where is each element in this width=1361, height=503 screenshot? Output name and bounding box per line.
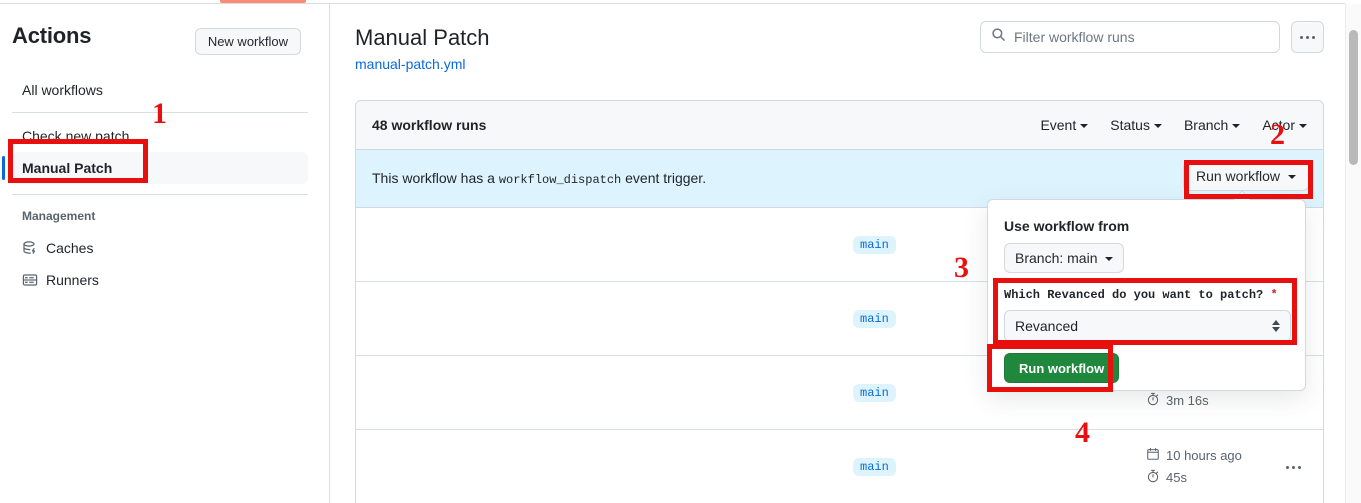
submit-run-workflow-button[interactable]: Run workflow — [1004, 353, 1120, 383]
run-duration: 45s — [1146, 469, 1242, 486]
chevron-down-icon — [1299, 124, 1307, 128]
use-workflow-from-label: Use workflow from — [1004, 218, 1130, 234]
table-row[interactable]: main — [356, 208, 1323, 282]
row-more-options-button[interactable] — [1286, 465, 1301, 469]
sidebar-item-label: Caches — [46, 240, 94, 256]
stopwatch-icon — [1146, 392, 1160, 409]
active-tab-indicator — [220, 0, 306, 3]
sidebar-item-label: Manual Patch — [22, 160, 113, 176]
branch-badge[interactable]: main — [853, 458, 896, 476]
chevron-down-icon — [1288, 175, 1296, 179]
workflow-runs-count: 48 workflow runs — [372, 117, 487, 133]
runs-panel-header: 48 workflow runs Event Status Branch — [356, 101, 1323, 150]
run-timestamp-label: 10 hours ago — [1166, 448, 1242, 463]
sidebar-item-label: Check new patch — [22, 128, 130, 144]
run-workflow-button-label: Run workflow — [1195, 168, 1280, 184]
branch-selector-button[interactable]: Branch: main — [1004, 243, 1125, 273]
filter-branch-label: Branch — [1183, 117, 1229, 133]
header-divider — [0, 3, 1345, 4]
sidebar-item-label: All workflows — [22, 82, 103, 98]
filter-actor-label: Actor — [1262, 117, 1295, 133]
more-options-button[interactable] — [1291, 21, 1324, 53]
kebab-horizontal-icon — [1300, 35, 1315, 39]
revanced-select[interactable]: Revanced — [1004, 310, 1291, 342]
run-duration-label: 45s — [1166, 470, 1187, 485]
table-row[interactable]: main — [356, 282, 1323, 356]
revanced-select-value: Revanced — [1015, 318, 1079, 334]
run-timestamp: 10 hours ago — [1146, 447, 1242, 464]
dispatch-event-code: workflow_dispatch — [498, 173, 622, 187]
filter-branch[interactable]: Branch — [1183, 117, 1241, 133]
chevron-down-icon — [1232, 124, 1241, 128]
table-row[interactable]: main 10 hours ago — [356, 430, 1323, 503]
filter-workflow-runs-box[interactable] — [980, 21, 1280, 53]
sidebar-header: Actions New workflow — [12, 20, 313, 56]
filter-status-label: Status — [1110, 117, 1150, 133]
chevron-down-icon — [1080, 124, 1089, 128]
sidebar-divider-1 — [12, 112, 308, 113]
sidebar-item-label: Runners — [46, 272, 99, 288]
runners-icon — [22, 272, 38, 288]
dispatch-text-after: event trigger. — [625, 170, 707, 186]
filter-event-label: Event — [1040, 117, 1077, 133]
runs-filter-group: Event Status Branch Actor — [1040, 117, 1307, 133]
cache-icon — [22, 240, 38, 256]
input-field-label-text: Which Revanced do you want to patch? — [1004, 288, 1264, 302]
page-scrollbar[interactable] — [1345, 4, 1361, 503]
chevron-down-icon — [1153, 124, 1162, 128]
chevron-down-icon — [1105, 257, 1114, 261]
stepper-icon — [1272, 320, 1280, 332]
sidebar-item-caches[interactable]: Caches — [12, 232, 308, 264]
branch-selector-label: Branch: main — [1015, 250, 1098, 266]
sidebar-item-check-new-patch[interactable]: Check new patch — [12, 120, 308, 152]
search-input[interactable] — [1014, 29, 1269, 45]
workflow-file-link[interactable]: manual-patch.yml — [355, 56, 466, 72]
filter-actor[interactable]: Actor — [1262, 117, 1307, 133]
run-workflow-popover: Use workflow from Branch: main Which Rev… — [987, 190, 1306, 391]
calendar-icon — [1146, 447, 1160, 464]
page-title-actions: Actions — [12, 23, 92, 48]
run-meta: 3m 16s — [1146, 392, 1209, 409]
branch-badge[interactable]: main — [853, 309, 896, 328]
scrollbar-thumb[interactable] — [1349, 30, 1358, 165]
dispatch-text-before: This workflow has a — [372, 170, 495, 186]
table-row[interactable]: main 3m 16s — [356, 356, 1323, 430]
filter-status[interactable]: Status — [1110, 117, 1162, 133]
sidebar-item-runners[interactable]: Runners — [12, 264, 308, 296]
workflow-dispatch-banner: This workflow has a workflow_dispatch ev… — [356, 150, 1323, 208]
run-workflow-dropdown-button[interactable]: Run workflow — [1182, 161, 1309, 191]
sidebar-section-management: Management — [22, 209, 96, 223]
search-icon — [991, 27, 1006, 47]
branch-badge[interactable]: main — [853, 235, 896, 254]
sidebar-divider-2 — [12, 194, 308, 195]
run-duration-label: 3m 16s — [1166, 393, 1209, 408]
new-workflow-button[interactable]: New workflow — [194, 28, 301, 55]
filter-event[interactable]: Event — [1040, 117, 1089, 133]
required-marker: * — [1270, 288, 1278, 302]
run-meta: 10 hours ago 45s — [1146, 447, 1242, 486]
stopwatch-icon — [1146, 469, 1160, 486]
sidebar: Actions New workflow All workflows Check… — [0, 4, 330, 503]
workflow-title: Manual Patch — [355, 25, 490, 50]
run-duration: 3m 16s — [1146, 392, 1209, 409]
sidebar-item-all-workflows[interactable]: All workflows — [12, 74, 308, 106]
dispatch-banner-text: This workflow has a workflow_dispatch ev… — [372, 170, 706, 187]
sidebar-item-manual-patch[interactable]: Manual Patch — [2, 152, 308, 184]
input-field-label: Which Revanced do you want to patch? * — [1004, 288, 1278, 302]
branch-badge[interactable]: main — [853, 383, 896, 402]
